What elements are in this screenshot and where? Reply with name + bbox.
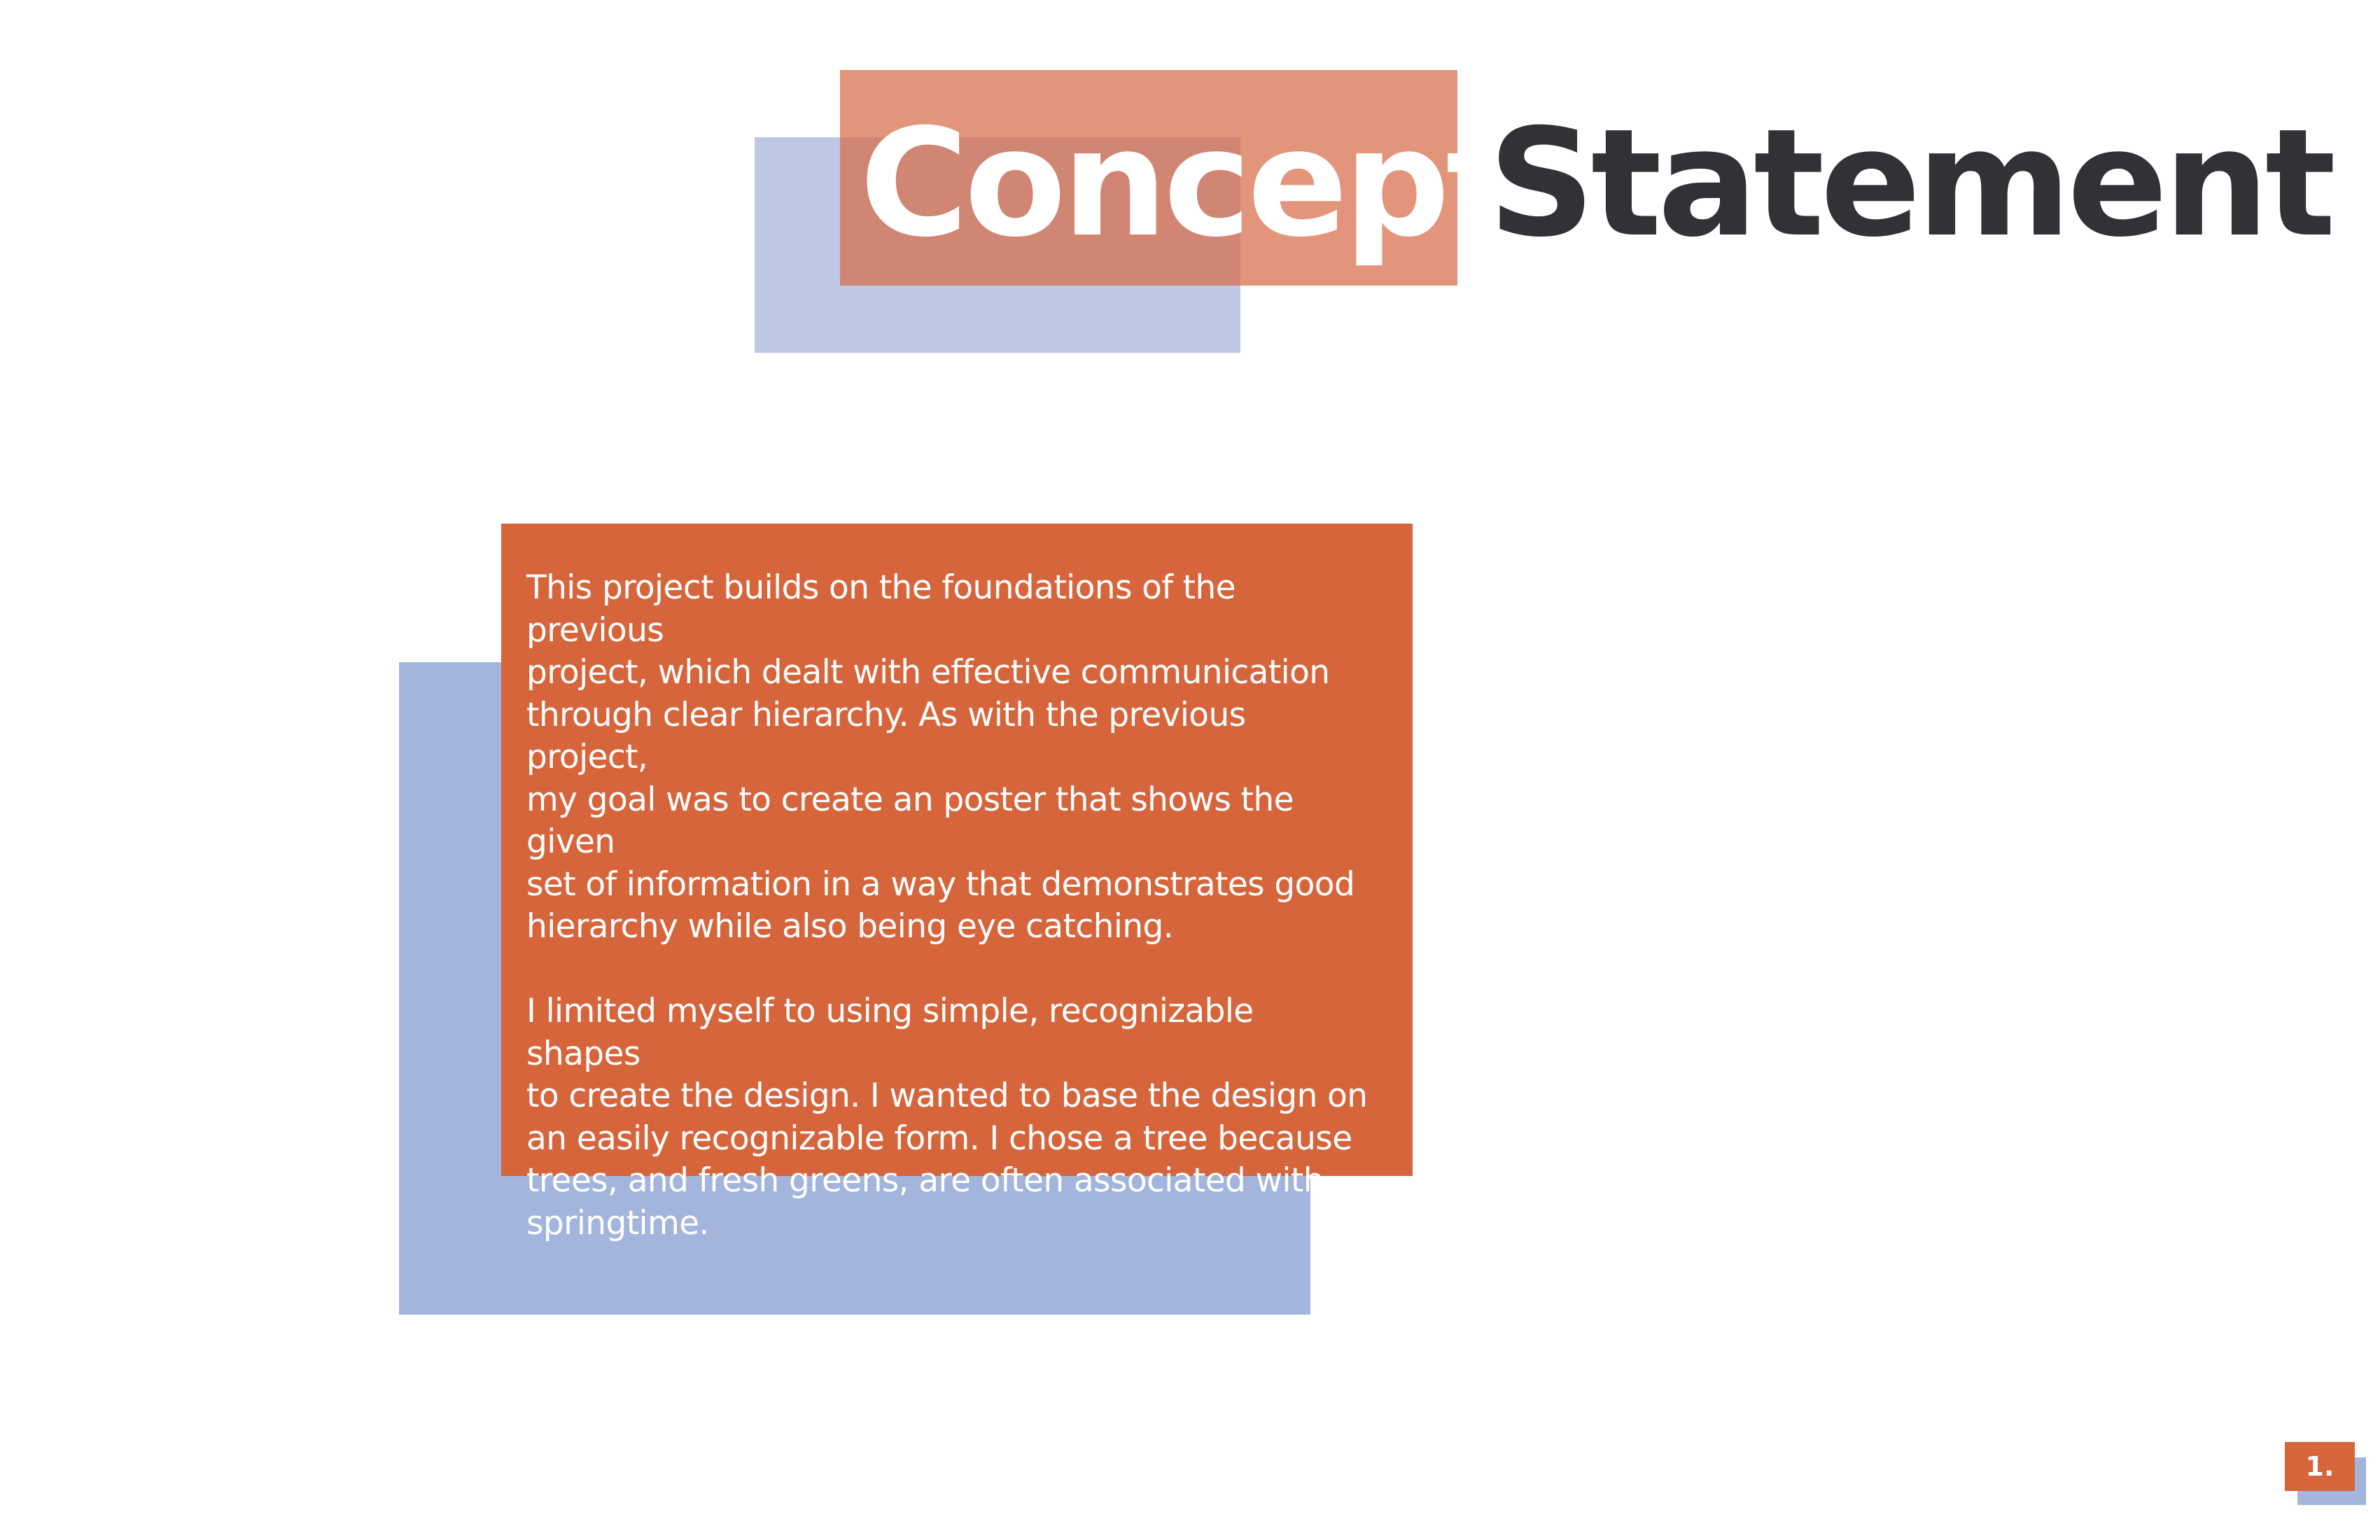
title-orange-accent-block [840,70,1457,286]
page-number-badge: 1. [2285,1442,2355,1491]
body-text-panel: This project builds on the foundations o… [501,524,1413,1242]
body-paragraph-1: This project builds on the foundations o… [526,568,1355,946]
page-title-word-statement: Statement [1488,97,2336,270]
page-title-word-concept: Concept [860,97,1517,270]
body-paragraph-2: I limited myself to using simple, recogn… [526,992,1368,1242]
